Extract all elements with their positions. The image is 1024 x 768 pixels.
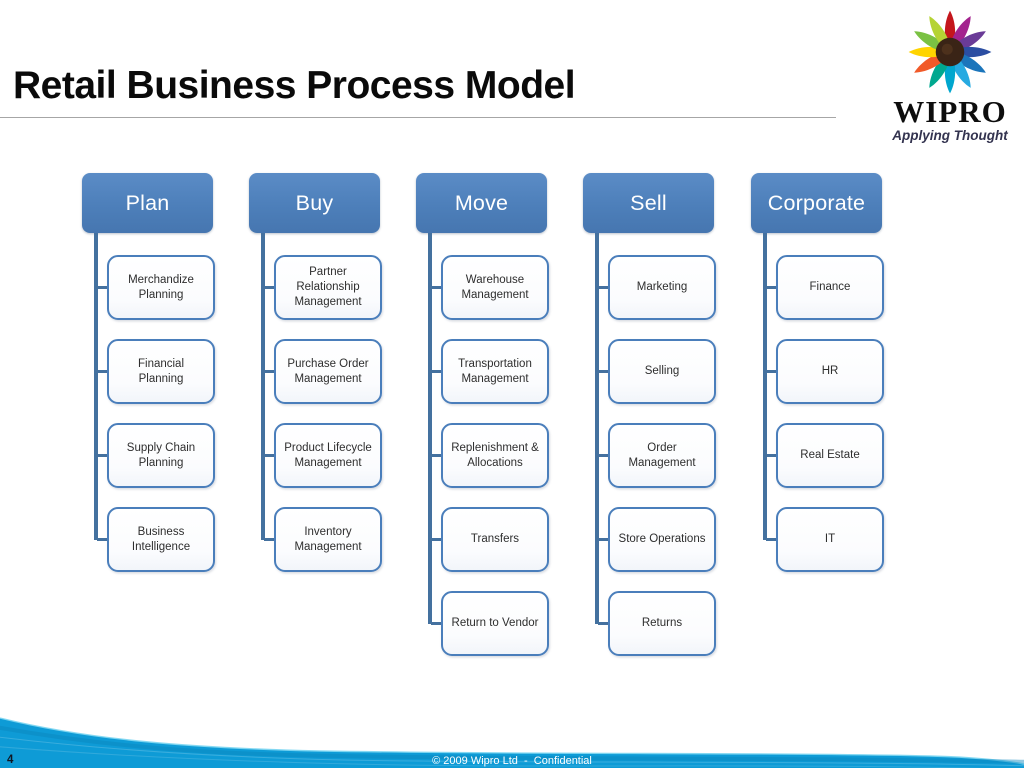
title-underline	[0, 117, 836, 118]
column-header-plan: Plan	[82, 173, 213, 233]
connector-vertical-line	[428, 233, 432, 624]
process-box: Financial Planning	[107, 339, 215, 404]
process-box: Selling	[608, 339, 716, 404]
connector-stub	[598, 286, 608, 289]
process-box: Supply Chain Planning	[107, 423, 215, 488]
connector-vertical-line	[94, 233, 98, 540]
footer-copyright: © 2009 Wipro Ltd - Confidential	[432, 755, 592, 767]
process-box: Replenishment & Allocations	[441, 423, 549, 488]
wipro-wordmark: WIPRO	[893, 94, 1007, 129]
connector-stub	[264, 538, 274, 541]
connector-stub	[766, 538, 776, 541]
connector-stub	[766, 454, 776, 457]
connector-stub	[264, 286, 274, 289]
connector-vertical-line	[763, 233, 767, 540]
process-box: Marketing	[608, 255, 716, 320]
connector-stub	[264, 370, 274, 373]
connector-stub	[598, 538, 608, 541]
footer-band	[0, 718, 1024, 768]
connector-stub	[431, 622, 441, 625]
column-header-corporate: Corporate	[751, 173, 882, 233]
wipro-rainbow-flower-icon	[908, 10, 992, 94]
connector-stub	[97, 538, 107, 541]
footer-wave-graphic	[0, 717, 1024, 768]
connector-stub	[97, 370, 107, 373]
process-box: Order Management	[608, 423, 716, 488]
connector-stub	[431, 454, 441, 457]
process-box: IT	[776, 507, 884, 572]
connector-vertical-line	[595, 233, 599, 624]
process-box: Purchase Order Management	[274, 339, 382, 404]
process-box: Finance	[776, 255, 884, 320]
connector-stub	[598, 370, 608, 373]
process-box: Returns	[608, 591, 716, 656]
slide-page-number: 4	[7, 754, 14, 766]
process-box: Return to Vendor	[441, 591, 549, 656]
connector-stub	[598, 622, 608, 625]
process-box: Merchandize Planning	[107, 255, 215, 320]
connector-stub	[97, 286, 107, 289]
connector-stub	[97, 454, 107, 457]
connector-stub	[431, 370, 441, 373]
column-header-buy: Buy	[249, 173, 380, 233]
connector-stub	[264, 454, 274, 457]
wipro-logo: WIPRO Applying Thought	[884, 6, 1016, 143]
connector-vertical-line	[261, 233, 265, 540]
connector-stub	[431, 538, 441, 541]
connector-stub	[598, 454, 608, 457]
process-box: Inventory Management	[274, 507, 382, 572]
column-header-sell: Sell	[583, 173, 714, 233]
process-box: Business Intelligence	[107, 507, 215, 572]
process-box: HR	[776, 339, 884, 404]
process-box: Warehouse Management	[441, 255, 549, 320]
column-header-move: Move	[416, 173, 547, 233]
connector-stub	[431, 286, 441, 289]
process-box: Transportation Management	[441, 339, 549, 404]
process-box: Real Estate	[776, 423, 884, 488]
connector-stub	[766, 370, 776, 373]
page-title: Retail Business Process Model	[13, 64, 576, 107]
connector-stub	[766, 286, 776, 289]
process-box: Store Operations	[608, 507, 716, 572]
process-box: Partner Relationship Management	[274, 255, 382, 320]
process-box: Transfers	[441, 507, 549, 572]
wipro-tagline: Applying Thought	[892, 128, 1008, 143]
process-box: Product Lifecycle Management	[274, 423, 382, 488]
